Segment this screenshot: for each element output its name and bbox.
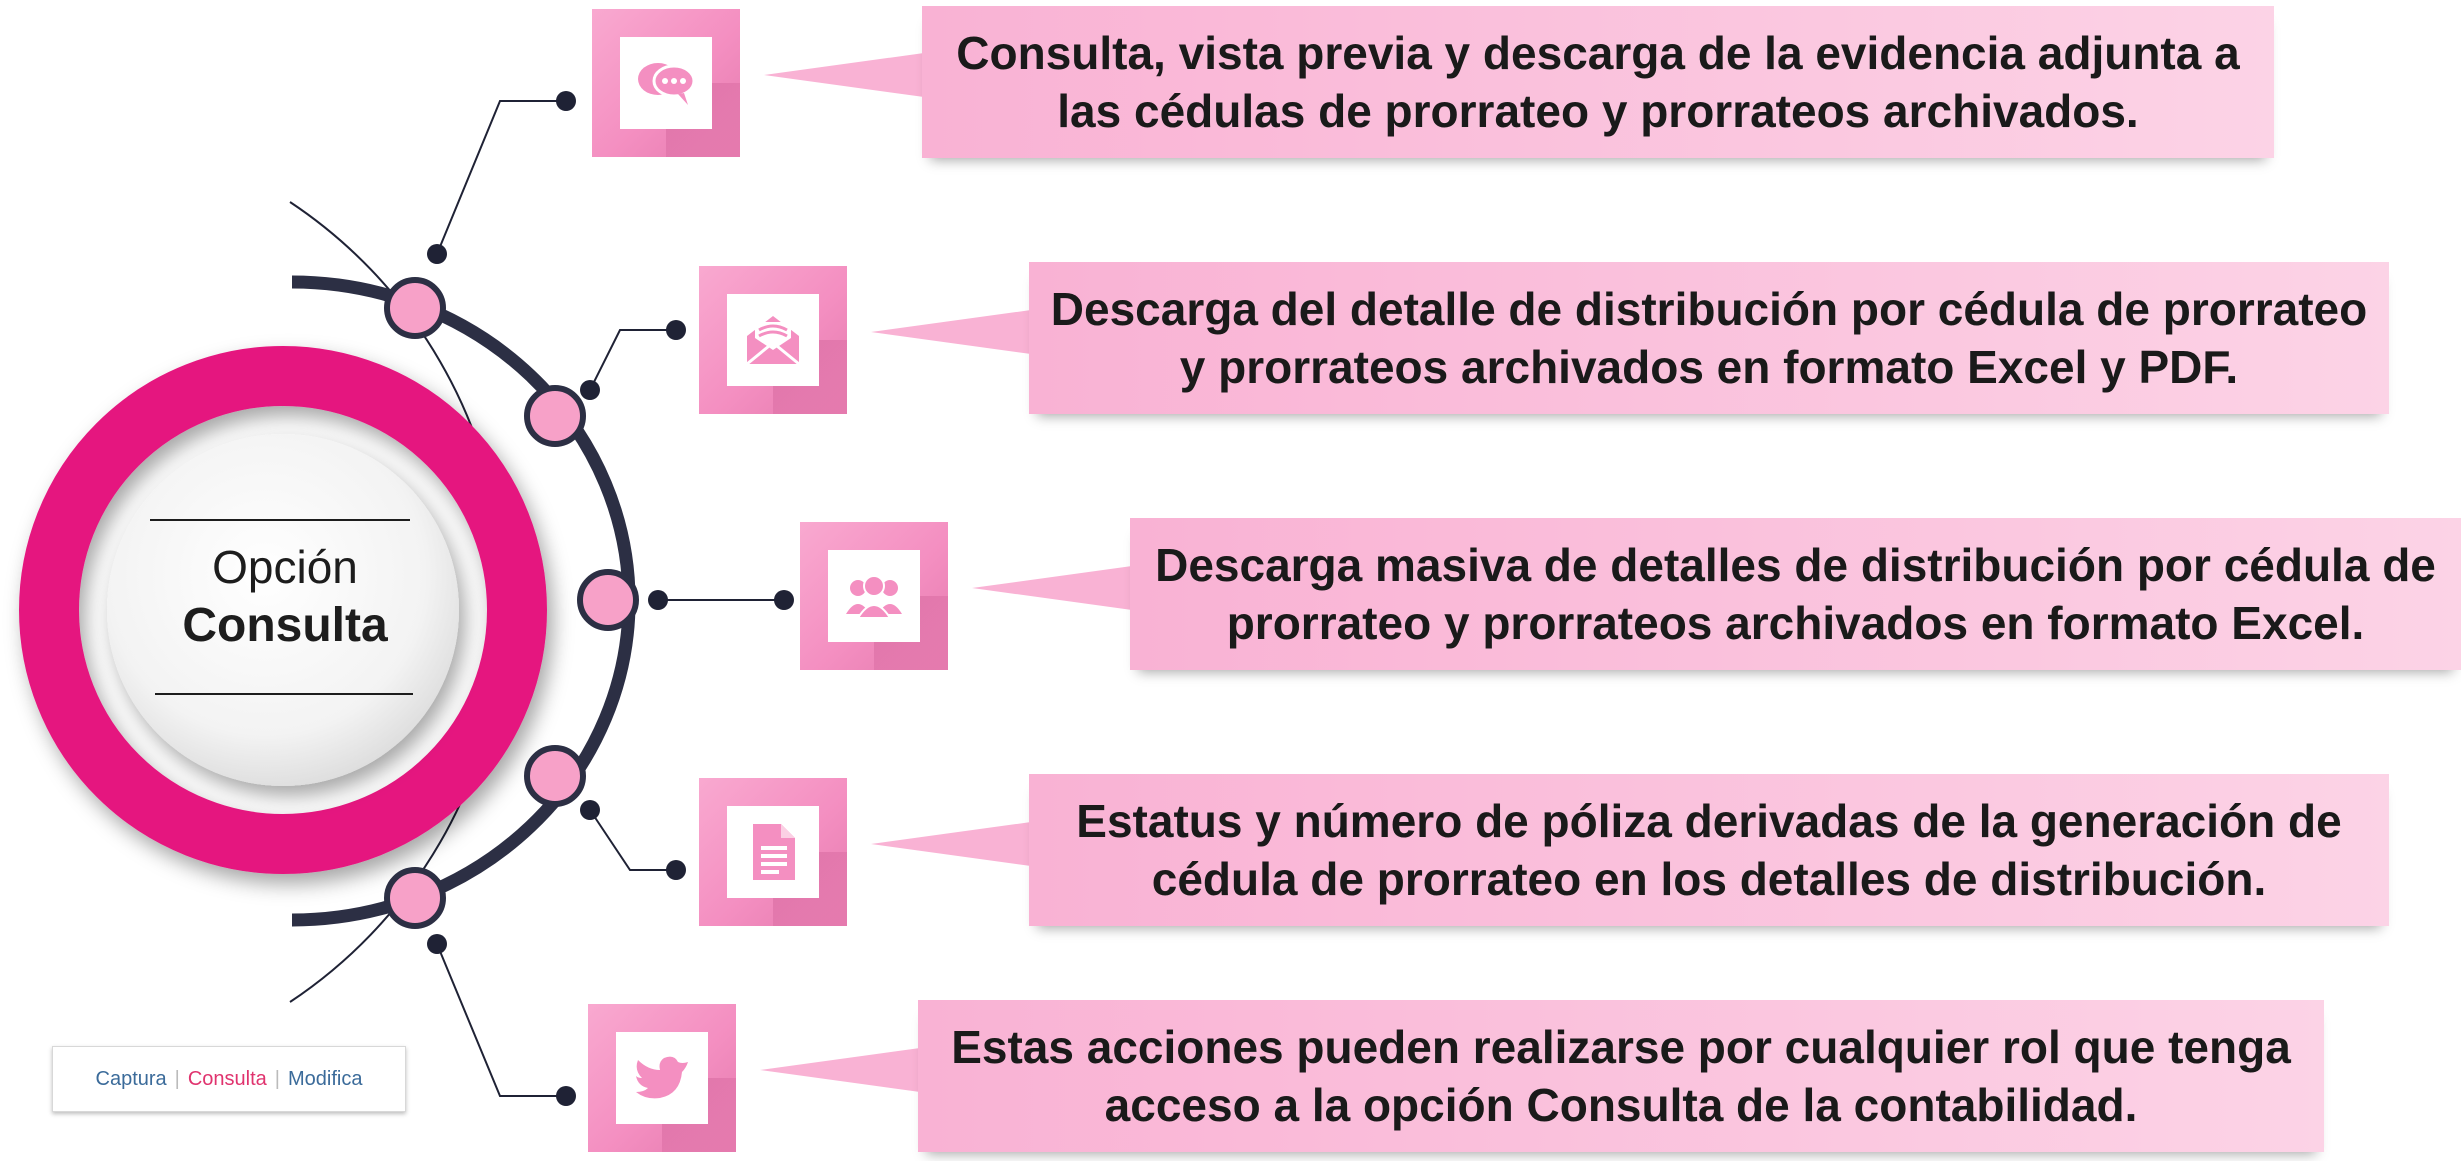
center-label-line2: Consulta [182, 599, 388, 652]
legend-item-consulta[interactable]: Consulta [187, 1067, 267, 1090]
users-group-icon [846, 575, 902, 619]
document-icon [753, 824, 795, 880]
item-text: Consulta, vista previa y descarga de la … [922, 6, 2274, 158]
legend-separator: | [174, 1067, 180, 1090]
arc-nodes [384, 277, 639, 929]
item-text: Estatus y número de póliza derivadas de … [1029, 774, 2389, 926]
option-legend: Captura | Consulta | Modifica [52, 1046, 406, 1112]
bird-icon [636, 1056, 688, 1099]
legend-item-captura[interactable]: Captura [95, 1067, 167, 1090]
center-label-line1: Opción [212, 541, 358, 593]
connectors [436, 100, 784, 1097]
item-text: Descarga del detalle de distribución por… [1029, 262, 2389, 414]
icon-box [800, 522, 948, 670]
icon-box [699, 778, 847, 926]
center-divider-bottom [155, 693, 413, 695]
icon-box [699, 266, 847, 414]
envelope-icon [746, 316, 800, 366]
connector-dots [427, 91, 794, 1106]
item-text: Descarga masiva de detalles de distribuc… [1130, 518, 2461, 670]
legend-separator: | [274, 1067, 280, 1090]
item-text: Estas acciones pueden realizarse por cua… [918, 1000, 2324, 1152]
center-disc [107, 434, 459, 786]
legend-item-modifica[interactable]: Modifica [288, 1067, 363, 1090]
chat-bubbles-icon [638, 63, 696, 105]
icon-box [588, 1004, 736, 1152]
center-ring [19, 346, 547, 874]
center-divider-top [150, 519, 410, 521]
icon-box [592, 9, 740, 157]
